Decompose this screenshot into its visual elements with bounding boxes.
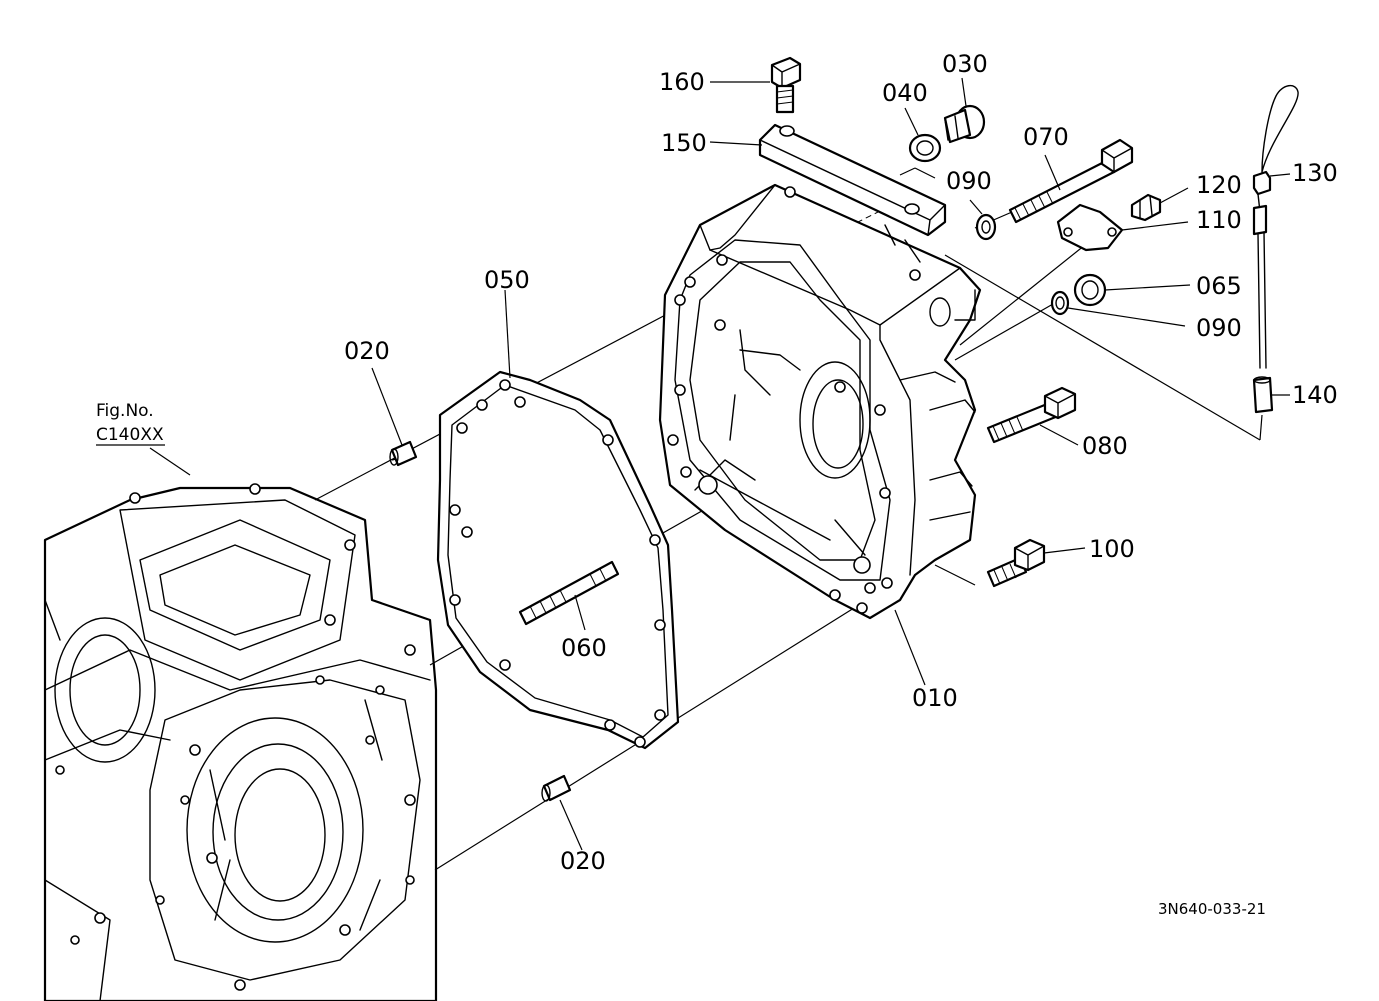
callout-020-lower: 020	[560, 847, 606, 875]
callout-040: 040	[882, 79, 928, 107]
part-140-tube-cap	[1252, 376, 1290, 414]
callout-100: 100	[1089, 535, 1135, 563]
gasket-bolt-holes	[449, 379, 666, 748]
part-100-bolt	[986, 538, 1086, 588]
callout-060: 060	[561, 634, 607, 662]
part-080-bolt	[986, 386, 1079, 446]
part-010-rear-housing	[658, 183, 982, 620]
callout-130: 130	[1292, 159, 1338, 187]
transmission-case-reference	[43, 447, 438, 1001]
figure-ref-number: C140XX	[96, 425, 164, 445]
callout-070: 070	[1023, 123, 1069, 151]
callout-160: 160	[659, 68, 705, 96]
drawing-number: 3N640-033-21	[1158, 900, 1266, 918]
part-030-plug	[943, 77, 986, 144]
part-090-washer-upper	[969, 199, 997, 241]
callout-leaders	[504, 289, 926, 686]
part-150-plate	[709, 123, 947, 237]
part-060-stud	[518, 560, 620, 631]
callout-110: 110	[1196, 206, 1242, 234]
housing-bolt-holes	[667, 186, 921, 614]
callout-120: 120	[1196, 171, 1242, 199]
figure-ref-label: Fig.No.	[96, 401, 154, 421]
case-bolt-holes	[55, 483, 416, 991]
part-050-gasket	[436, 370, 680, 750]
callout-090-lower: 090	[1196, 314, 1242, 342]
part-160-bolt	[710, 56, 802, 114]
part-090-washer-lower	[1050, 290, 1186, 327]
part-130-dipstick	[1252, 85, 1299, 369]
callout-065: 065	[1196, 272, 1242, 300]
callout-140: 140	[1292, 381, 1338, 409]
part-020-dowel-pin-lower	[541, 774, 583, 851]
callout-050: 050	[484, 266, 530, 294]
part-020-dowel-pin-upper	[371, 367, 418, 467]
callout-150: 150	[661, 129, 707, 157]
callout-080: 080	[1082, 432, 1128, 460]
callout-010: 010	[912, 684, 958, 712]
callout-090-upper: 090	[946, 167, 992, 195]
part-040-seal-ring	[904, 107, 942, 163]
callout-labels: 160 150 040 030 070 090 120 130 110 065 …	[96, 50, 1338, 918]
callout-020-upper: 020	[344, 337, 390, 365]
part-110-cover	[1056, 203, 1189, 252]
part-070-long-bolt	[1008, 138, 1134, 224]
part-120-plug	[1130, 187, 1189, 222]
callout-030: 030	[942, 50, 988, 78]
figure-ref-leader	[149, 447, 191, 476]
part-065-bearing	[1073, 273, 1191, 307]
